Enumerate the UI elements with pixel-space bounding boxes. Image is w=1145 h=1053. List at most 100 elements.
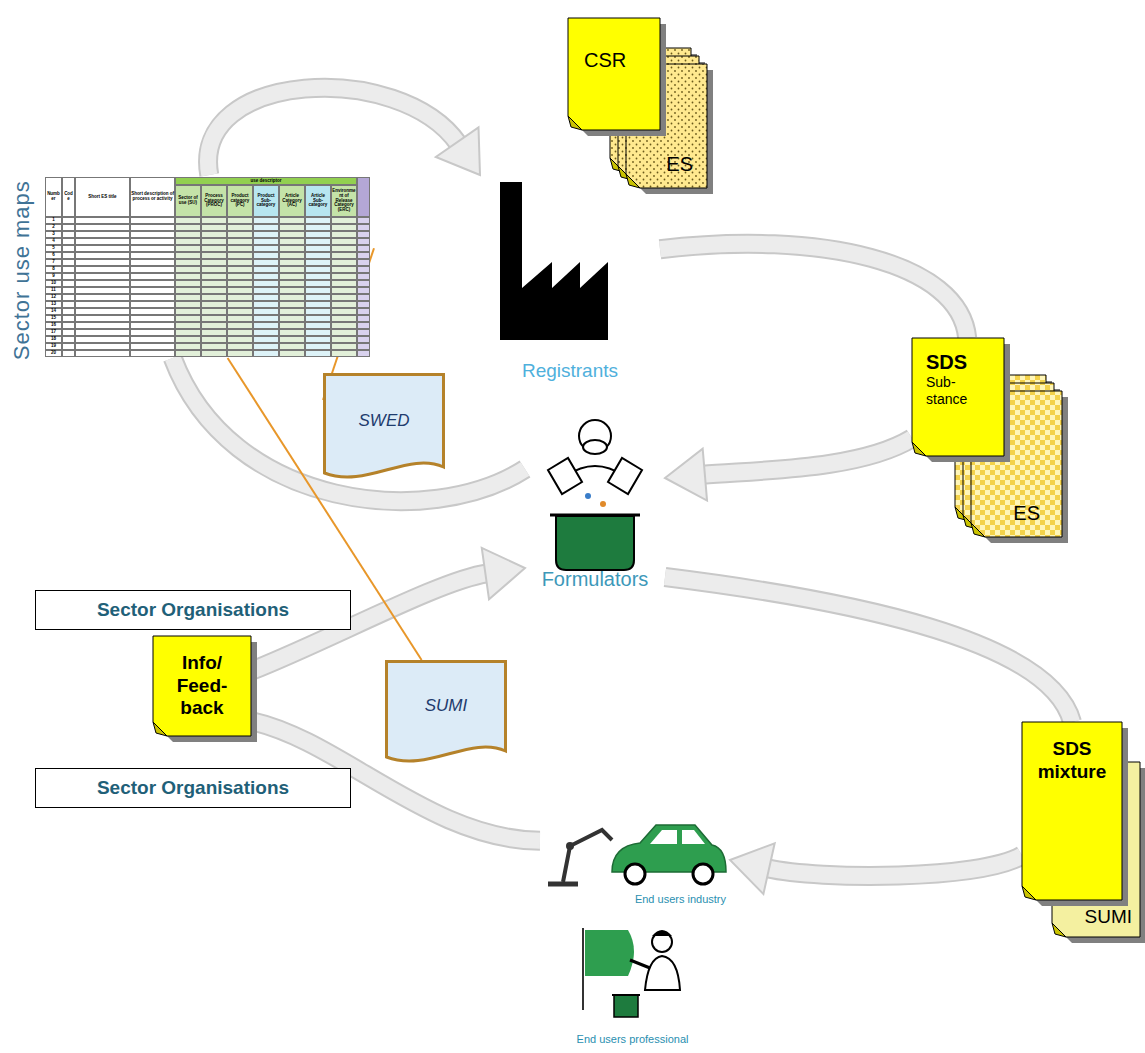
- wavy-document: [387, 662, 506, 762]
- table-cell-text: 16: [45, 322, 62, 329]
- table-cell: [227, 308, 253, 315]
- table-text: Number: [46, 192, 61, 202]
- sector-box: Sector Organisations: [35, 768, 351, 808]
- table-text: Article Sub-category: [306, 194, 330, 209]
- table-cell: [62, 273, 75, 280]
- table-cell: [201, 231, 227, 238]
- table-cell: [130, 245, 175, 252]
- table-cell: [201, 329, 227, 336]
- table-cell: [305, 245, 331, 252]
- table-cell: [253, 287, 279, 294]
- table-cell: [279, 280, 305, 287]
- table-cell: [357, 177, 370, 217]
- table-cell: [75, 322, 130, 329]
- table-text: 18: [51, 337, 56, 342]
- arrow-shaft: [660, 244, 967, 338]
- table-cell: [62, 336, 75, 343]
- page-curl: [1022, 886, 1036, 900]
- table-cell: [130, 294, 175, 301]
- table-cell: [75, 287, 130, 294]
- table-text: 6: [52, 253, 55, 258]
- table-cell: [227, 245, 253, 252]
- table-cell: [130, 322, 175, 329]
- table-cell-text: use descriptor: [175, 177, 357, 185]
- table-cell-text: 7: [45, 259, 62, 266]
- table-cell-text: 20: [45, 350, 62, 357]
- page-curl: [568, 116, 582, 130]
- table-cell: [279, 287, 305, 294]
- arrow-shaft: [665, 577, 1072, 722]
- table-cell: [305, 336, 331, 343]
- table-cell-text: 8: [45, 266, 62, 273]
- actor-label: Registrants: [480, 175, 660, 387]
- table-cell: [75, 329, 130, 336]
- table-cell: [253, 259, 279, 266]
- table-cell: [227, 350, 253, 357]
- table-cell: [253, 329, 279, 336]
- table-cell: [62, 252, 75, 259]
- table-cell: [75, 273, 130, 280]
- table-cell: [175, 266, 201, 273]
- table-cell: [175, 329, 201, 336]
- industry-icon: [548, 825, 726, 884]
- table-cell: [227, 294, 253, 301]
- box-outline: [36, 591, 351, 630]
- table-cell: [305, 343, 331, 350]
- table-cell: [227, 336, 253, 343]
- table-cell: [279, 301, 305, 308]
- page-outline: [1052, 762, 1140, 937]
- table-text: 9: [52, 274, 55, 279]
- table-text: 1: [52, 218, 55, 223]
- table-cell-text: Code: [62, 177, 75, 217]
- table-cell: [331, 266, 357, 273]
- table-cell: [201, 217, 227, 224]
- table-cell: [130, 287, 175, 294]
- flow-arrow: [665, 438, 912, 500]
- table-cell-text: Number: [45, 177, 62, 217]
- flow-arrow: [665, 577, 1072, 722]
- table-cell: [62, 224, 75, 231]
- table-cell: [175, 231, 201, 238]
- page-curl: [971, 523, 985, 537]
- table-cell: [305, 287, 331, 294]
- table-cell: [201, 287, 227, 294]
- node-text: SUMI: [1085, 906, 1133, 929]
- table-cell: [331, 280, 357, 287]
- table-cell: [331, 294, 357, 301]
- table-cell-text: Product Sub-category: [253, 185, 279, 217]
- template-document: SUMI: [385, 660, 507, 765]
- table-cell: [62, 217, 75, 224]
- table-cell: [227, 273, 253, 280]
- table-text: Product Sub-category: [254, 194, 278, 209]
- table-cell: [357, 322, 370, 329]
- table-cell: [62, 259, 75, 266]
- table-text: 2: [52, 225, 55, 230]
- table-cell: [62, 308, 75, 315]
- table-cell: [62, 266, 75, 273]
- table-cell: [175, 238, 201, 245]
- node-text: End users professional: [577, 1033, 689, 1046]
- table-cell: [75, 259, 130, 266]
- table-text: 5: [52, 246, 55, 251]
- table-cell-text: 1: [45, 217, 62, 224]
- table-cell: [130, 308, 175, 315]
- table-cell: [62, 329, 75, 336]
- table-cell: [175, 322, 201, 329]
- table-text: 20: [51, 351, 56, 356]
- table-cell: [357, 273, 370, 280]
- document-shape: CSR: [568, 18, 660, 130]
- rotated-title: Sector use maps: [9, 180, 35, 360]
- table-cell: [305, 217, 331, 224]
- page-outline: [1022, 722, 1122, 900]
- table-cell: [62, 280, 75, 287]
- table-cell: [331, 308, 357, 315]
- table-cell-text: Sector of use (SU): [175, 185, 201, 217]
- table-cell-text: 17: [45, 329, 62, 336]
- table-cell: [130, 217, 175, 224]
- table-cell: [227, 287, 253, 294]
- table-text: 19: [51, 344, 56, 349]
- table-cell: [130, 266, 175, 273]
- actor-label: End users industry: [540, 812, 730, 908]
- table-cell: [75, 231, 130, 238]
